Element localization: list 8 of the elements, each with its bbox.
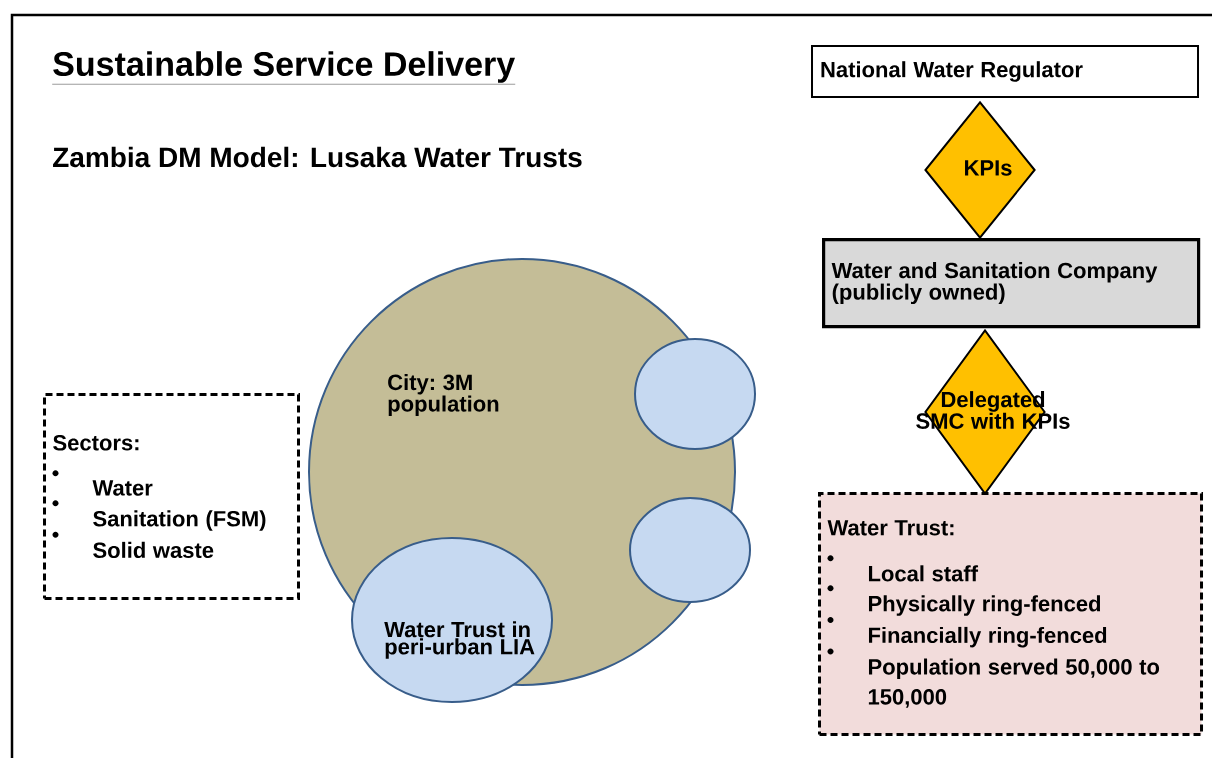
process-box: Water and Sanitation Company (publicly owned) xyxy=(822,238,1201,329)
subtitle: Zambia DM Model: Lusaka Water Trusts xyxy=(53,146,582,168)
area-circle xyxy=(629,497,751,603)
list-box: Sectors: Water Sanitation (FSM) Solid waste xyxy=(43,393,300,600)
list-box: Water Trust: Local staff Physically ring-fenced Financially ring-fenced Population served 50,000 to 150,000 xyxy=(818,492,1203,736)
area-circle xyxy=(634,338,756,450)
process-box: National Water Regulator xyxy=(811,45,1199,98)
title: Sustainable Service Delivery xyxy=(52,51,516,85)
